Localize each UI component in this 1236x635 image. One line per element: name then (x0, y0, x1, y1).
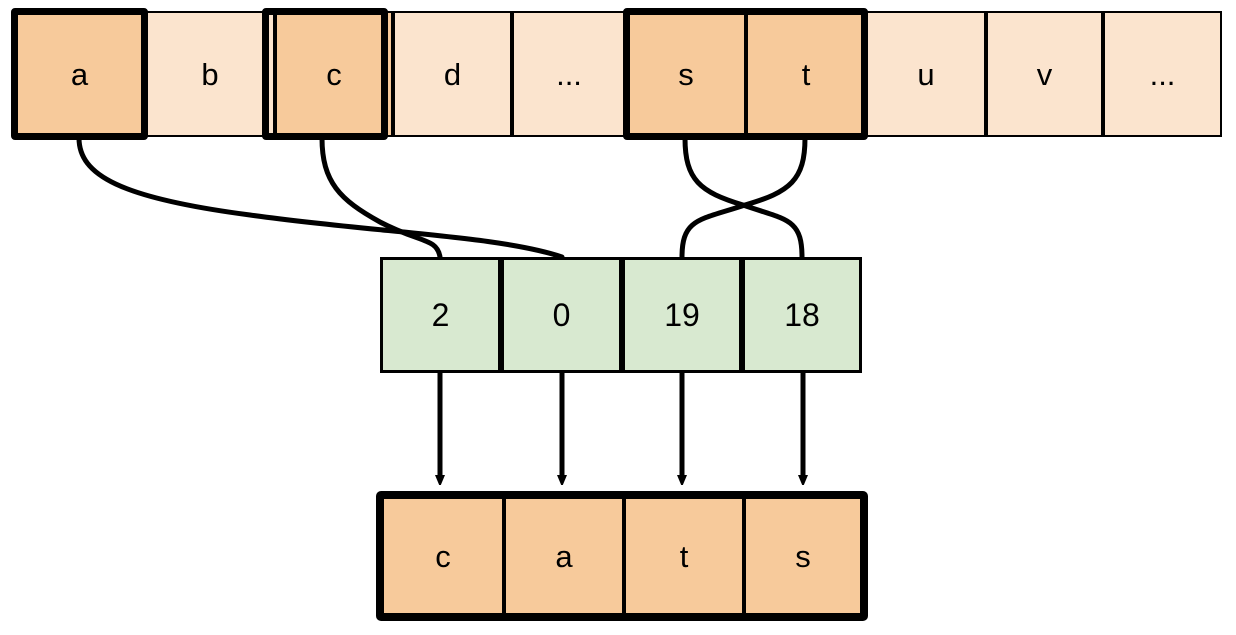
alphabet-cell-label: b (201, 56, 219, 92)
alphabet-cell-d[interactable]: d (393, 11, 512, 137)
index-cell-2[interactable]: 19 (622, 257, 742, 373)
alphabet-cell-label: ... (556, 56, 582, 92)
alphabet-cell-s[interactable]: s (626, 11, 746, 137)
alphabet-cell-label: u (917, 56, 935, 92)
connector-t-to-19 (679, 135, 808, 260)
word-cell-3[interactable]: s (746, 499, 860, 613)
alphabet-cell-v[interactable]: v (986, 11, 1103, 137)
alphabet-cell-label: t (801, 56, 811, 92)
connector-c-to-2 (319, 135, 443, 260)
connector-a-to-0 (76, 135, 565, 260)
alphabet-cell-b[interactable]: b (145, 11, 275, 137)
word-cell-label: t (679, 538, 689, 574)
word-cell-label: s (795, 538, 811, 574)
word-divider (742, 499, 746, 613)
word-divider (622, 499, 626, 613)
alphabet-cell-label: c (326, 56, 342, 92)
alphabet-cell-u[interactable]: u (866, 11, 986, 137)
alphabet-cell-label: d (443, 56, 462, 92)
index-cell-1[interactable]: 0 (501, 257, 622, 373)
index-cell-value: 19 (664, 297, 700, 333)
word-cell-1[interactable]: a (506, 499, 622, 613)
index-cell-0[interactable]: 2 (380, 257, 501, 373)
alphabet-cell-label: a (70, 56, 89, 92)
alphabet-cell-t[interactable]: t (746, 11, 866, 137)
index-cell-value: 18 (784, 297, 820, 333)
alphabet-cell-c[interactable]: c (275, 11, 393, 137)
alphabet-cell-label: ... (1149, 56, 1176, 92)
word-cell-2[interactable]: t (626, 499, 742, 613)
index-cell-3[interactable]: 18 (742, 257, 862, 373)
word-cell-label: a (555, 538, 573, 574)
alphabet-row: a b c d ... s t u v ... (14, 11, 1222, 137)
word-cell-0[interactable]: c (384, 499, 502, 613)
alphabet-cell-label: v (1036, 56, 1053, 92)
index-cell-value: 0 (552, 297, 571, 333)
connector-s-to-18 (682, 135, 805, 260)
alphabet-cell-label: s (678, 56, 694, 92)
word-divider (502, 499, 506, 613)
alphabet-cell-ellipsis-left[interactable]: ... (512, 11, 626, 137)
word-cell-label: c (435, 538, 451, 574)
index-row: 2 0 19 18 (380, 257, 862, 373)
alphabet-cell-a[interactable]: a (14, 11, 145, 137)
word-row: c a t s (376, 491, 868, 621)
alphabet-cell-ellipsis-right[interactable]: ... (1103, 11, 1222, 137)
index-cell-value: 2 (431, 297, 450, 333)
